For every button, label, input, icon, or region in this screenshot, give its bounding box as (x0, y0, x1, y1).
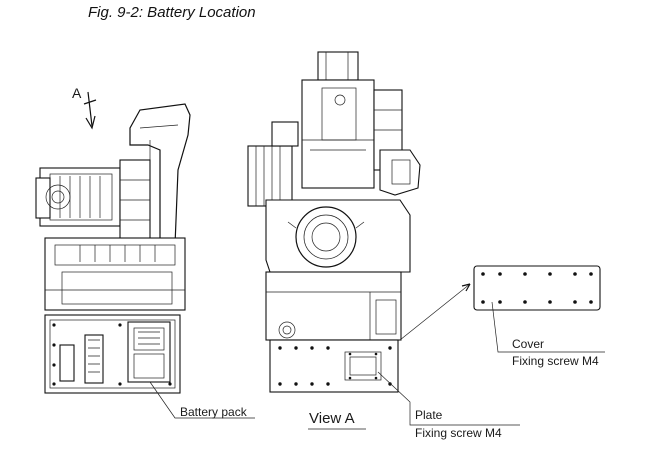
figure-title: Fig. 9-2: Battery Location (88, 4, 256, 21)
battery-pack-label: Battery pack (180, 405, 247, 419)
cover-label: Cover (512, 337, 545, 351)
cover-screw-label: Fixing screw M4 (512, 354, 599, 368)
battery-pack (127, 321, 171, 383)
plate (269, 339, 399, 393)
cover-detail (399, 265, 605, 353)
view-a-label: View A (309, 410, 355, 427)
view-a-marker: A (72, 85, 82, 101)
side-view-drawing (35, 91, 255, 419)
plate-screw-label: Fixing screw M4 (415, 426, 502, 440)
plate-label: Plate (415, 408, 443, 422)
cover (473, 265, 601, 311)
view-a-drawing (247, 51, 520, 430)
